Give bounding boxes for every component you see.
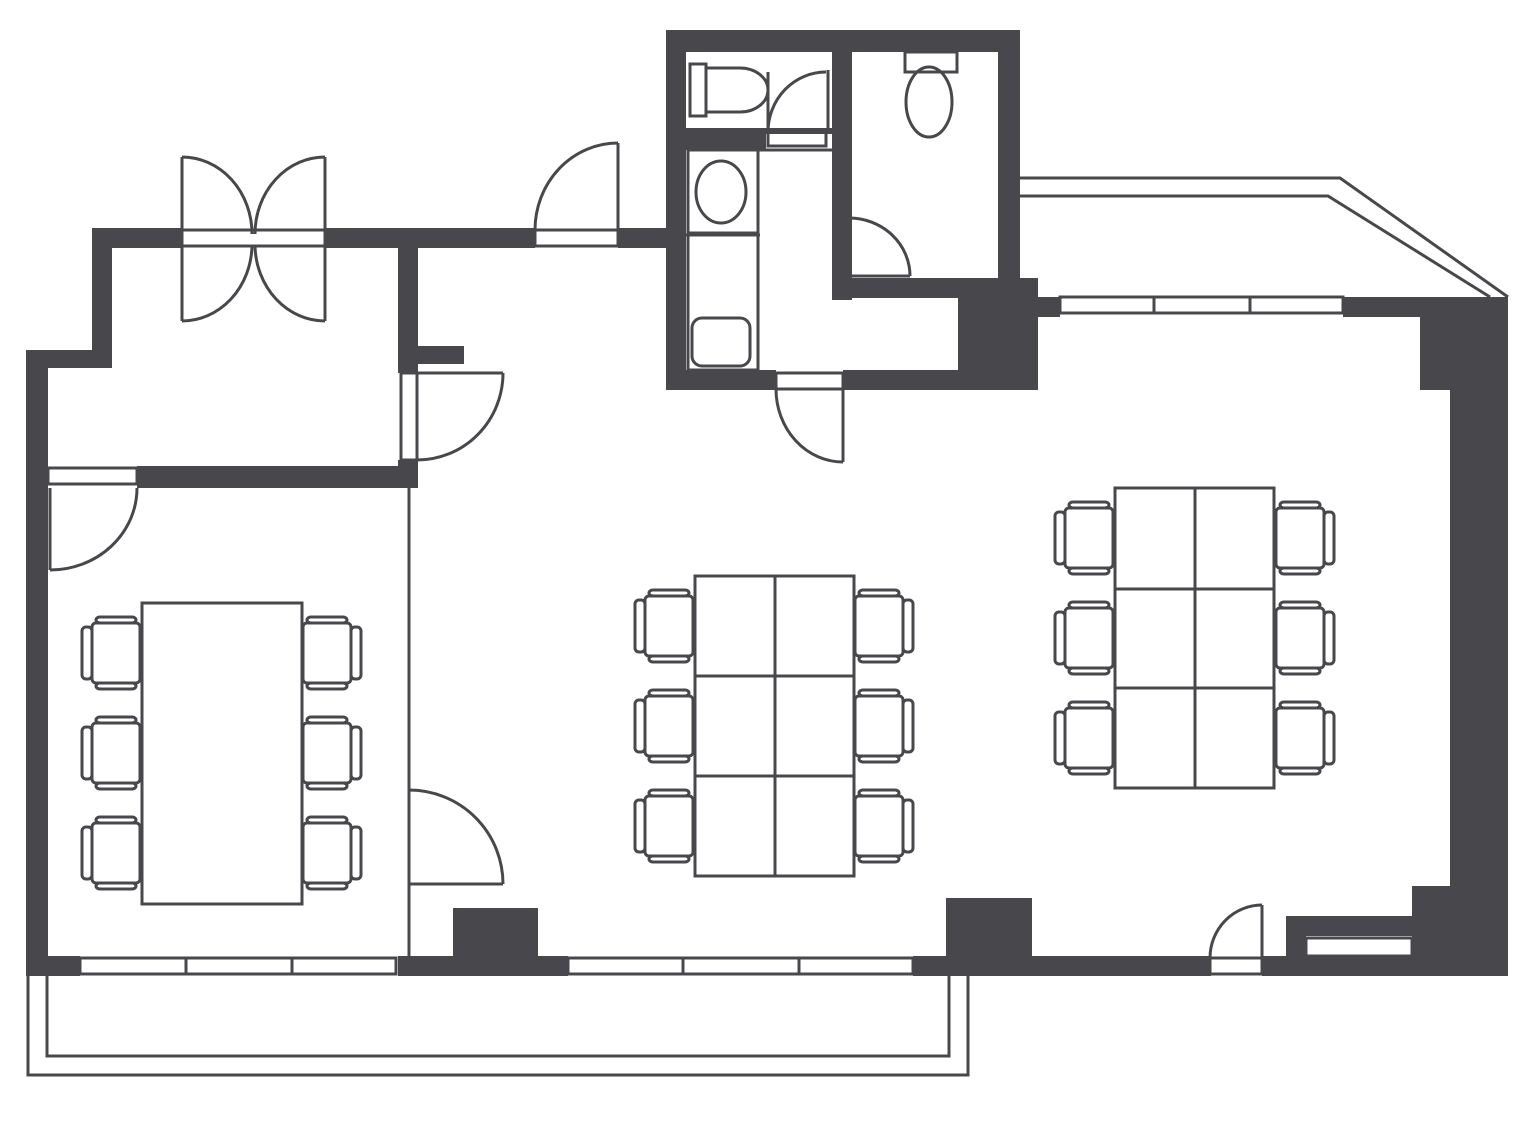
- chair-icon: [301, 715, 363, 791]
- meeting-table: [140, 601, 304, 906]
- meeting-room-door: [48, 487, 139, 572]
- right-terrace: [1020, 176, 1509, 299]
- double-door: [180, 155, 327, 323]
- walls: [26, 30, 1508, 976]
- service-door: [1208, 903, 1264, 959]
- chair-icon: [1274, 500, 1336, 576]
- core-door: [774, 371, 845, 464]
- side-door: [407, 788, 505, 886]
- chair-icon: [1274, 600, 1336, 676]
- sink-icon: [686, 148, 760, 235]
- chair-icon: [1053, 500, 1115, 576]
- sanitary-fixtures: [686, 50, 959, 372]
- chair-icon: [80, 715, 142, 791]
- chair-icon: [80, 615, 142, 691]
- partitions: [407, 70, 832, 958]
- chair-icon: [853, 788, 915, 864]
- bottom-terrace: [26, 975, 970, 1077]
- chair-icon: [1053, 700, 1115, 776]
- chair-icon: [301, 615, 363, 691]
- chair-icon: [301, 815, 363, 891]
- chair-icon: [853, 588, 915, 664]
- desk-cluster-center: [693, 574, 856, 878]
- toilet-icon: [688, 62, 770, 118]
- toilet-door: [833, 216, 912, 278]
- chair-icon: [1053, 600, 1115, 676]
- sink-icon: [686, 233, 760, 372]
- desk-cluster-right: [1113, 486, 1276, 790]
- chair-icon: [633, 788, 695, 864]
- toilet-icon: [903, 50, 959, 139]
- wc-door: [766, 70, 828, 148]
- chair-icon: [633, 688, 695, 764]
- chair-icon: [853, 688, 915, 764]
- windows: [46, 295, 1414, 976]
- entry-door: [533, 141, 620, 248]
- doors: [48, 70, 1264, 959]
- chair-icon: [80, 815, 142, 891]
- chairs: [80, 500, 1336, 891]
- chair-icon: [633, 588, 695, 664]
- chair-icon: [1274, 700, 1336, 776]
- reception-door: [399, 371, 505, 462]
